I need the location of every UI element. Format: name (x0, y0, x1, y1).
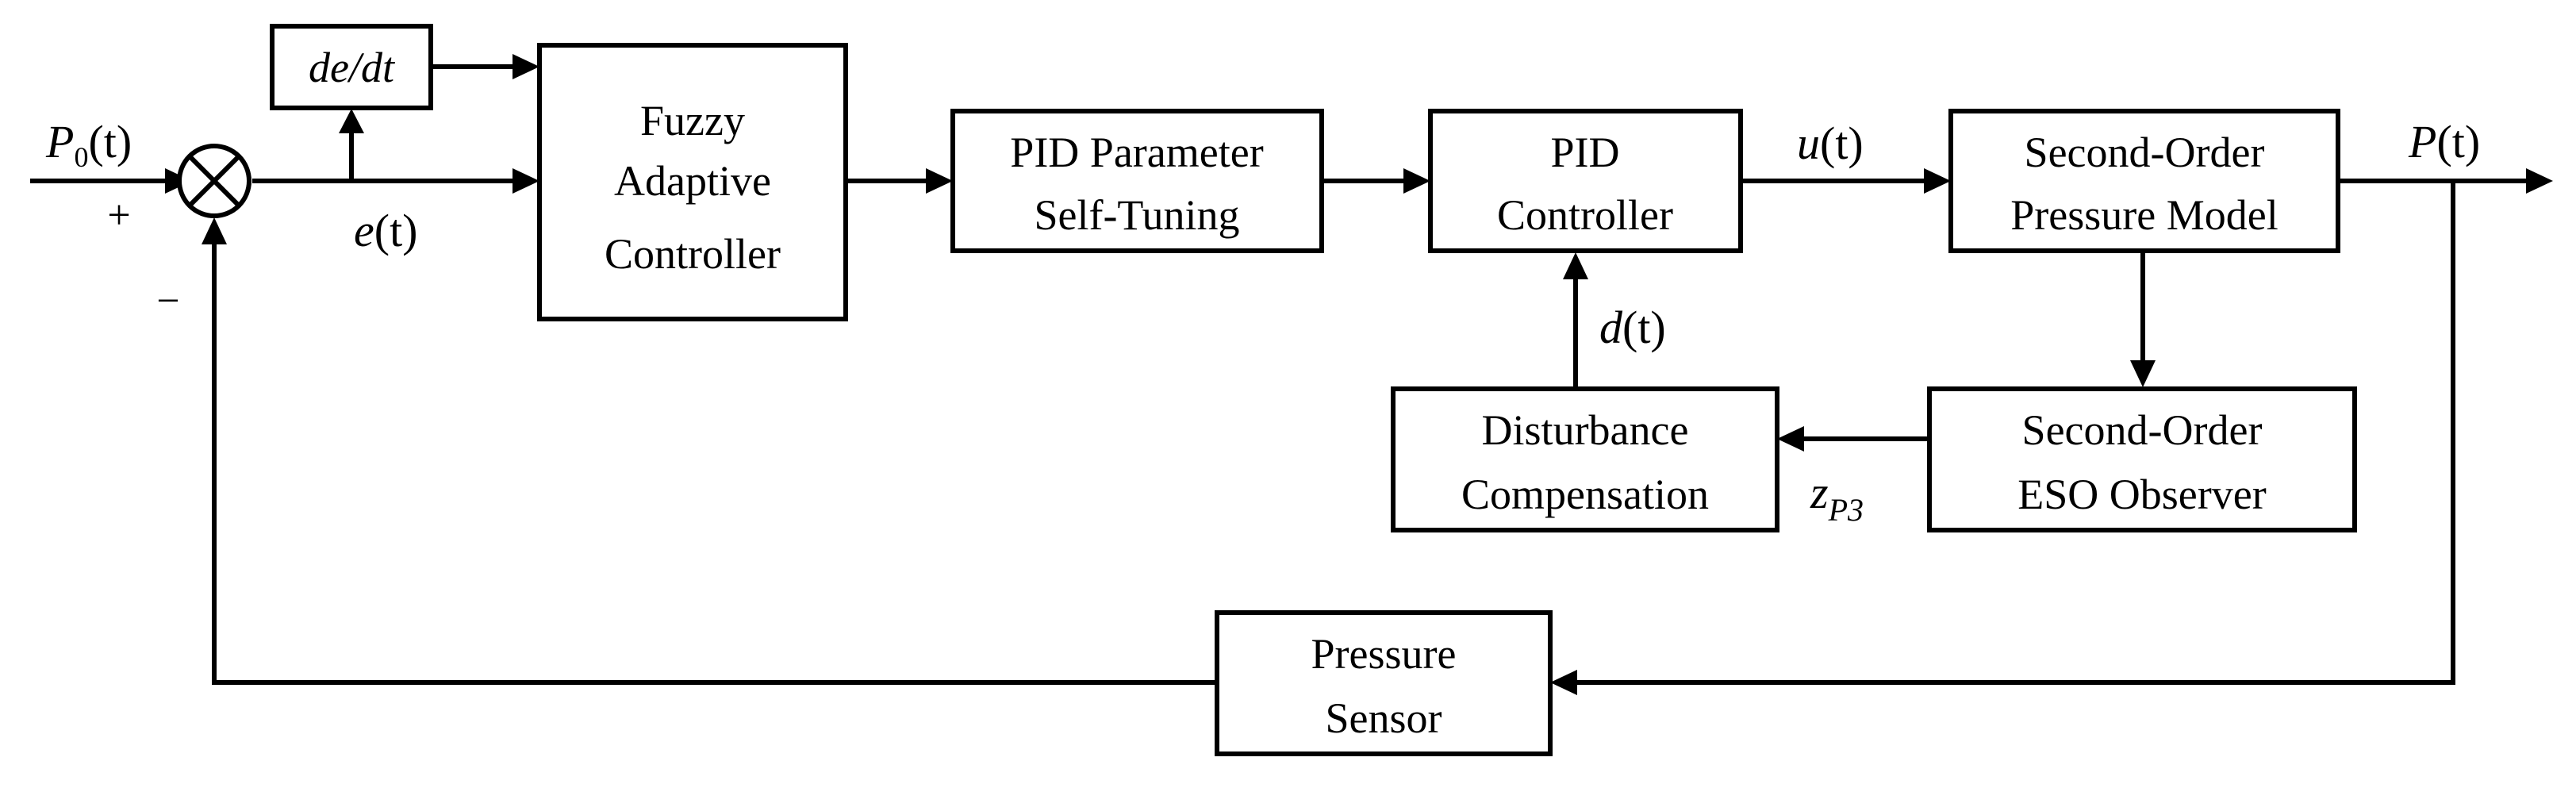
derivative-label: de/dt (309, 44, 396, 91)
wire-feedback-return (212, 238, 1217, 685)
minus-sign: − (156, 279, 179, 324)
summing-junction (177, 144, 251, 218)
arrowhead-eso-in (2130, 360, 2156, 387)
disturbance-label: Compensation (1461, 471, 1709, 518)
sensor-label: Pressure (1311, 630, 1457, 678)
plus-sign: + (107, 193, 130, 238)
pid-controller-label: Controller (1497, 191, 1673, 239)
arrowhead-tuning-out (1403, 168, 1430, 194)
pid-tuning-block (950, 109, 1324, 253)
arrowhead-feedback (202, 217, 227, 244)
eso-observer-block (1927, 386, 2357, 532)
disturbance-label: Disturbance (1482, 406, 1689, 454)
arrowhead-control (1924, 168, 1951, 194)
fuzzy-label: Controller (605, 230, 781, 278)
arrowhead-error (513, 168, 539, 194)
pressure-model-label: Pressure Model (2010, 191, 2278, 239)
pid-tuning-label: Self-Tuning (1034, 191, 1239, 239)
disturbance-signal-label: d(t) (1599, 302, 1666, 353)
arrowhead-disturbance-out (1563, 252, 1588, 279)
arrowhead-derivative-out (513, 54, 539, 79)
pressure-model-label: Second-Order (2025, 129, 2265, 176)
reference-signal-label: P0(t) (45, 116, 132, 173)
control-signal-label: u(t) (1797, 117, 1864, 169)
arrowhead-disturbance-in (1777, 426, 1804, 452)
arrowhead-derivative-in (339, 109, 364, 133)
pressure-sensor-block (1215, 610, 1553, 756)
fuzzy-controller-block (537, 43, 848, 321)
eso-label: ESO Observer (2017, 471, 2266, 518)
error-signal-label: e(t) (354, 205, 418, 256)
eso-label: Second-Order (2022, 406, 2263, 454)
disturbance-compensation-block (1391, 386, 1779, 532)
fuzzy-label: Adaptive (614, 157, 771, 205)
sensor-label: Sensor (1326, 694, 1442, 742)
arrowhead-fuzzy-out (926, 168, 953, 194)
pid-controller-block (1428, 109, 1743, 253)
wire-feedback-tap (1572, 181, 2455, 685)
output-signal-label: P(t) (2408, 116, 2480, 167)
arrowhead-sensor-in (1550, 670, 1577, 695)
pid-tuning-label: PID Parameter (1010, 129, 1263, 176)
fuzzy-label: Fuzzy (640, 97, 745, 144)
pid-controller-label: PID (1550, 129, 1619, 176)
pressure-model-block (1948, 109, 2340, 253)
derivative-block (270, 24, 433, 110)
estimate-signal-label: zP3 (1810, 467, 1864, 528)
arrowhead-output (2526, 168, 2553, 194)
